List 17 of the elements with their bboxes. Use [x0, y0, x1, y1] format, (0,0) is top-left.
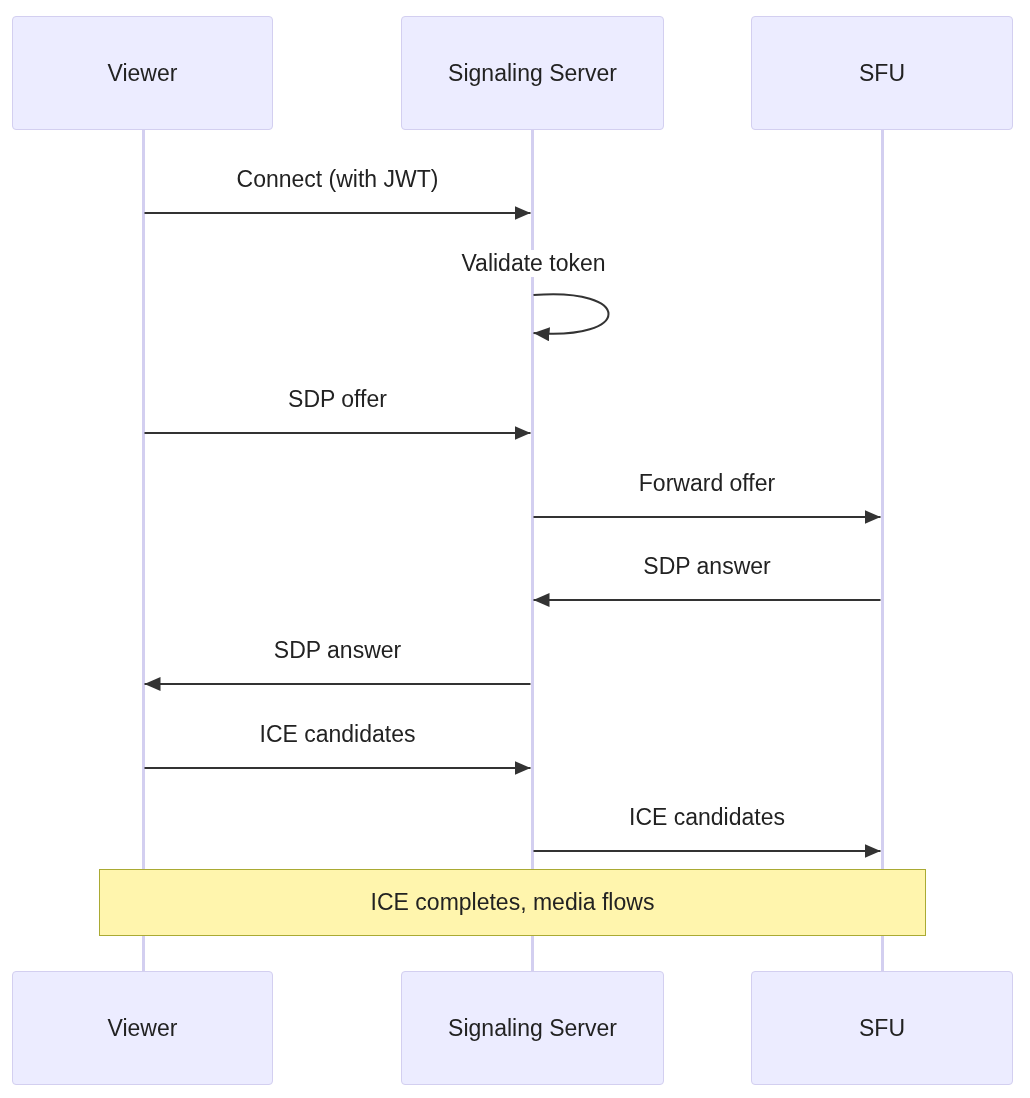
- note-text: ICE completes, media flows: [370, 889, 655, 916]
- message-arrow: [532, 593, 882, 607]
- message-arrow: [143, 761, 532, 775]
- participant-label: Viewer: [107, 1014, 178, 1042]
- participant-label: SFU: [859, 1014, 905, 1042]
- message-arrow: [143, 206, 532, 220]
- lifeline: [141, 130, 145, 971]
- participant-label: Signaling Server: [448, 1014, 617, 1042]
- participant-label: Viewer: [107, 59, 178, 87]
- self-message-arrow: [532, 293, 610, 341]
- message-arrow: [143, 677, 532, 691]
- message-arrow: [143, 426, 532, 440]
- participant-label: SFU: [859, 59, 905, 87]
- message-arrow: [532, 844, 882, 858]
- message-arrow: [532, 510, 882, 524]
- participant-label: Signaling Server: [448, 59, 617, 87]
- lifeline: [880, 130, 884, 971]
